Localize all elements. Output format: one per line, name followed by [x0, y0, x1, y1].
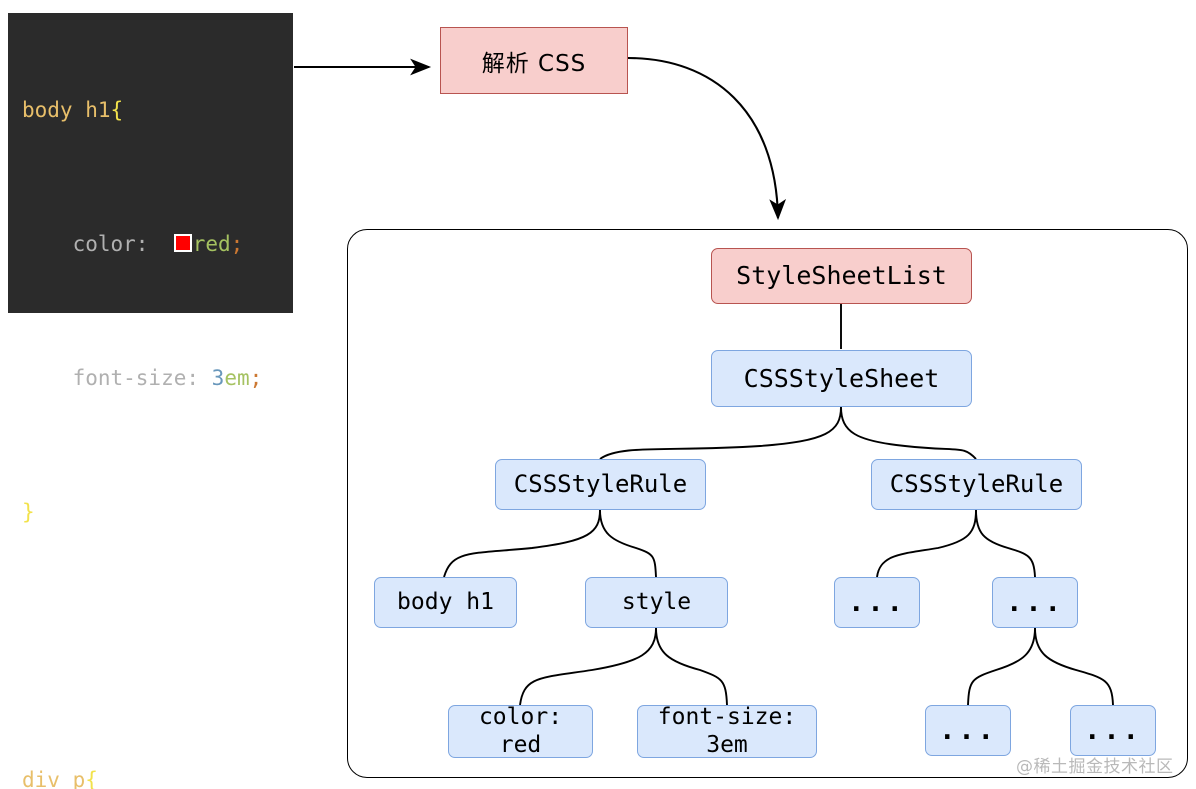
node-selector-text-label: body h1	[397, 588, 494, 615]
code-token-tag: h1	[72, 98, 111, 122]
code-line-1: body h1{	[22, 94, 293, 128]
cssom-tree-container	[347, 229, 1188, 778]
code-line-5-blank	[22, 630, 293, 664]
code-token-value: red	[192, 232, 231, 256]
code-token-tag: p	[59, 768, 86, 789]
node-ellipsis-a-label: ...	[848, 586, 906, 618]
node-cssstylesheet[interactable]: CSSStyleSheet	[711, 350, 972, 407]
node-selector-text[interactable]: body h1	[374, 577, 517, 628]
code-token-indent	[22, 232, 73, 256]
node-ellipsis-b-label: ...	[1006, 586, 1064, 618]
node-stylesheetlist-label: StyleSheetList	[736, 261, 947, 291]
node-cssstylesheet-label: CSSStyleSheet	[743, 363, 940, 393]
node-stylesheetlist[interactable]: StyleSheetList	[711, 248, 972, 304]
edge-parse-to-container	[627, 56, 787, 221]
code-token-unit: em	[224, 366, 250, 390]
code-line-3: font-size: 3em;	[22, 362, 293, 396]
parse-css-step-box: 解析 CSS	[440, 27, 628, 94]
code-token-number: 3	[211, 366, 225, 390]
code-line-6: div p{	[22, 764, 293, 789]
code-token-selector: div	[22, 768, 60, 789]
node-decl-color-label: color: red	[478, 704, 563, 758]
code-token-selector: body	[22, 98, 73, 122]
code-token-semicolon: ;	[230, 232, 244, 256]
node-cssstylerule-right[interactable]: CSSStyleRule	[871, 459, 1082, 510]
node-decl-color[interactable]: color: red	[448, 704, 593, 758]
code-token-property: color:	[72, 232, 174, 256]
node-decl-font-size-label: font-size: 3em	[657, 704, 797, 758]
code-line-2: color: red;	[22, 228, 293, 262]
code-token-indent	[22, 366, 73, 390]
code-token-property: font-size:	[72, 366, 212, 390]
watermark: @稀土掘金技术社区	[1016, 752, 1174, 777]
code-token-brace: }	[22, 500, 35, 524]
watermark-text: @稀土掘金技术社区	[1016, 757, 1174, 777]
parse-css-label: 解析 CSS	[481, 50, 587, 77]
node-style[interactable]: style	[585, 577, 728, 628]
css-source-code-block: body h1{ color: red; font-size: 3em; } d…	[8, 13, 293, 789]
node-ellipsis-b[interactable]: ...	[992, 577, 1078, 628]
code-token-semicolon: ;	[249, 366, 263, 390]
node-ellipsis-c[interactable]: ...	[925, 705, 1011, 756]
node-cssstylerule-left-label: CSSStyleRule	[513, 470, 688, 499]
node-cssstylerule-right-label: CSSStyleRule	[889, 470, 1064, 499]
node-ellipsis-a[interactable]: ...	[834, 577, 920, 628]
code-token-brace: {	[85, 768, 98, 789]
node-ellipsis-d[interactable]: ...	[1070, 705, 1156, 756]
code-line-4: }	[22, 496, 293, 530]
code-token-brace: {	[110, 98, 124, 122]
node-cssstylerule-left[interactable]: CSSStyleRule	[495, 459, 706, 510]
node-ellipsis-c-label: ...	[939, 714, 997, 746]
node-ellipsis-d-label: ...	[1084, 714, 1142, 746]
color-swatch-red-icon	[173, 234, 192, 252]
node-style-label: style	[621, 588, 692, 615]
node-decl-font-size[interactable]: font-size: 3em	[637, 704, 817, 758]
